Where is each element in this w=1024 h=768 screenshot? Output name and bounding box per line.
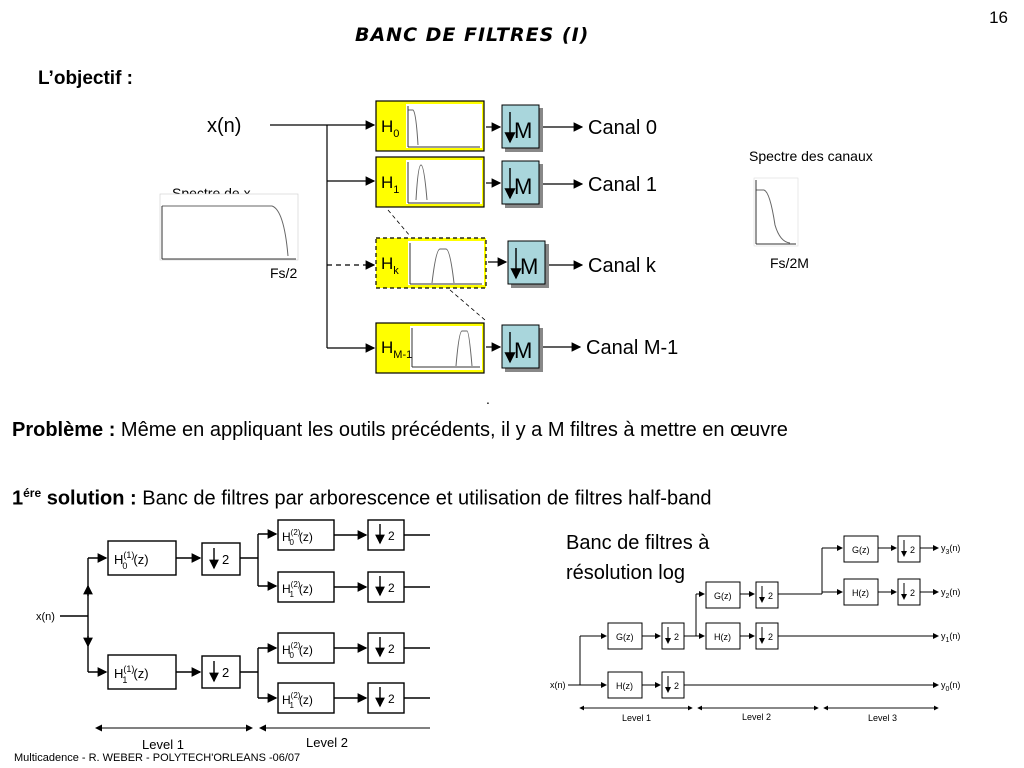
svg-text:G(z): G(z) [852, 545, 870, 555]
svg-text:M: M [514, 338, 532, 363]
svg-text:H(1)1(z): H(1)1(z) [114, 664, 149, 685]
svg-text:H(2)1(z): H(2)1(z) [282, 691, 313, 710]
canal-0-label: Canal 0 [588, 117, 657, 139]
svg-text:y0(n): y0(n) [941, 680, 960, 693]
svg-text:2: 2 [388, 529, 395, 543]
svg-text:2: 2 [910, 588, 915, 598]
log-filter-bank-diagram: x(n) G(z) H(z) 2 2 G(z) H(z) 2 2 G(z) H(… [550, 535, 960, 723]
slide-title: BANC DE FILTRES (I) [355, 24, 590, 46]
svg-text:x(n): x(n) [550, 680, 566, 690]
filter-h1: H1 [375, 156, 485, 208]
objective-heading: L’objectif : [38, 68, 133, 89]
svg-text:2: 2 [674, 681, 679, 691]
level1-label: Level 1 [142, 737, 184, 752]
svg-text:M: M [514, 118, 532, 143]
spectre-x-box [159, 193, 299, 261]
fs2-label: Fs/2 [270, 265, 297, 281]
svg-text:2: 2 [222, 665, 229, 680]
tree-filter-bank-diagram: x(n) H(1)0(z) H(1)1(z) 2 2 H(2)0(z) H(2)… [36, 519, 430, 752]
svg-text:H0: H0 [381, 117, 399, 140]
svg-text:H(1)0(z): H(1)0(z) [114, 550, 149, 571]
canal-1-label: Canal 1 [588, 174, 657, 196]
svg-text:2: 2 [768, 632, 773, 642]
svg-text:2: 2 [388, 692, 395, 706]
svg-text:H(z): H(z) [852, 588, 869, 598]
filter-bank-diagram: x(n) Spectre de x Fs/2 H0 H1 Hk [159, 100, 873, 407]
svg-text:Level 3: Level 3 [868, 713, 897, 723]
svg-text:x(n): x(n) [36, 611, 55, 623]
svg-text:2: 2 [674, 632, 679, 642]
svg-text:y1(n): y1(n) [941, 631, 960, 644]
page-number: 16 [989, 8, 1008, 27]
svg-text:2: 2 [910, 545, 915, 555]
svg-text:Level 1: Level 1 [622, 713, 651, 723]
footer: Multicadence - R. WEBER - POLYTECH'ORLEA… [14, 752, 301, 764]
svg-text:M: M [520, 254, 538, 279]
svg-text:G(z): G(z) [616, 632, 634, 642]
solution-text: 1ére solution : Banc de filtres par arbo… [12, 486, 712, 510]
decimator-k: M [507, 240, 549, 288]
spectre-canaux-label: Spectre des canaux [749, 148, 873, 164]
svg-text:2: 2 [388, 642, 395, 656]
svg-text:Hk: Hk [381, 254, 399, 277]
decimator-1: M [501, 160, 543, 208]
probleme-text: Problème : Même en appliquant les outils… [12, 419, 788, 441]
svg-text:H1: H1 [381, 173, 399, 196]
decimator-0: M [501, 104, 543, 152]
canal-m1-label: Canal M-1 [586, 337, 678, 359]
filter-hm1: HM-1 [375, 322, 485, 374]
fs2m-label: Fs/2M [770, 255, 809, 271]
filter-h0: H0 [375, 100, 485, 152]
svg-text:y3(n): y3(n) [941, 543, 960, 556]
svg-text:.: . [486, 391, 490, 407]
decimator-m1: M [501, 324, 543, 372]
svg-text:G(z): G(z) [714, 591, 732, 601]
svg-text:Level 2: Level 2 [742, 712, 771, 722]
svg-text:2: 2 [222, 552, 229, 567]
svg-text:y2(n): y2(n) [941, 587, 960, 600]
filter-hk: Hk [375, 237, 487, 289]
svg-text:2: 2 [388, 581, 395, 595]
input-label: x(n) [207, 115, 241, 137]
svg-text:2: 2 [768, 591, 773, 601]
svg-text:H(z): H(z) [714, 632, 731, 642]
svg-text:H(2)1(z): H(2)1(z) [282, 580, 313, 599]
svg-text:H(2)0(z): H(2)0(z) [282, 641, 313, 660]
svg-text:M: M [514, 174, 532, 199]
canal-k-label: Canal k [588, 255, 657, 277]
svg-text:H(2)0(z): H(2)0(z) [282, 528, 313, 547]
svg-text:H(z): H(z) [616, 681, 633, 691]
level2-label: Level 2 [306, 735, 348, 750]
svg-text:HM-1: HM-1 [381, 338, 412, 361]
